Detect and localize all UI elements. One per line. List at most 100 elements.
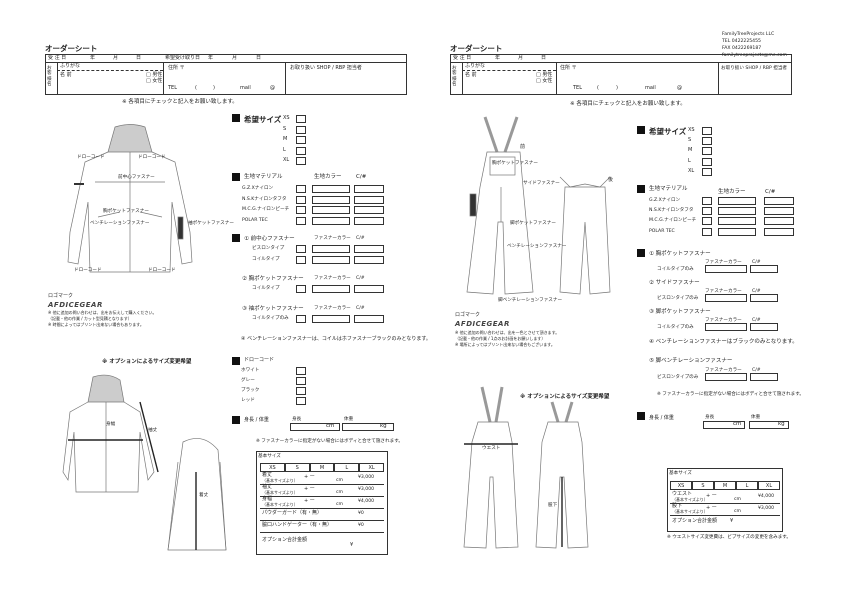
zipper-option-checkbox[interactable] (296, 285, 306, 293)
material-checkbox[interactable] (296, 216, 306, 225)
fabric-cnum-input[interactable] (764, 197, 794, 205)
height-input[interactable] (290, 423, 340, 431)
zipper-title: ② 胸ポケットファスナー (242, 276, 304, 282)
zipper-option-checkbox[interactable] (296, 245, 306, 253)
size-cell[interactable]: S (692, 481, 714, 490)
leg-vent-color-input[interactable] (705, 373, 747, 381)
fabric-cnum-input[interactable] (764, 227, 794, 236)
fabric-cnum-input[interactable] (354, 216, 384, 225)
size-label: M (283, 136, 288, 142)
size-cell[interactable]: XS (670, 481, 692, 490)
size-cell[interactable]: M (714, 481, 736, 490)
height-input-right[interactable] (703, 421, 745, 429)
zipper-cnum-input[interactable] (750, 265, 778, 273)
instruction: ※ 各項目にチェックと記入をお願い致します。 (122, 99, 238, 105)
material-checkbox[interactable] (702, 197, 712, 205)
callout-chest-zip: 胸ポケットファスナー (103, 209, 149, 214)
size-checkbox-s[interactable] (702, 137, 712, 146)
material-checkbox[interactable] (296, 206, 306, 214)
extra-option-label[interactable]: パウダーガード（有・無） (262, 510, 323, 516)
size-checkbox-xl[interactable] (296, 157, 306, 165)
fabric-color-input[interactable] (312, 206, 350, 214)
leg-vent-cnum-input[interactable] (750, 373, 778, 381)
drawcord-checkbox[interactable] (296, 377, 306, 385)
female-checkbox[interactable]: □ 女性 (146, 78, 163, 84)
zipper-option-checkbox[interactable] (296, 256, 306, 264)
size-cell[interactable]: XL (758, 481, 780, 490)
zipper-cnum-input[interactable] (750, 323, 778, 331)
zipper-color-input[interactable] (705, 265, 747, 273)
size-checkbox-l[interactable] (702, 157, 712, 166)
zipper-color-input[interactable] (312, 315, 350, 323)
size-cell[interactable]: L (334, 463, 360, 472)
zipper-cnum-input[interactable] (354, 285, 384, 293)
size-checkbox-s[interactable] (296, 125, 306, 134)
fabric-color-input[interactable] (718, 227, 756, 236)
male-checkbox[interactable]: □ 男性 (146, 72, 163, 78)
drawcord-option: グレー (241, 378, 255, 383)
drawcord-checkbox[interactable] (296, 367, 306, 375)
size-checkbox-m[interactable] (296, 136, 306, 144)
zipper-color-input[interactable] (705, 294, 747, 302)
drawcord-title: ドローコード (244, 357, 275, 363)
opt-inseam-label: 股下 (548, 503, 558, 508)
jacket-option-illustration (62, 374, 227, 551)
option-price: ¥3,000 (358, 475, 375, 480)
male-checkbox-right[interactable]: □ 男性 (536, 72, 553, 78)
zipper-title: ② サイドファスナー (649, 280, 700, 286)
fabric-color-input[interactable] (312, 195, 350, 204)
material-label: M.C.G.ナイロンピーチ (649, 218, 697, 224)
size-cell[interactable]: XS (260, 463, 285, 472)
fabric-cnum-input[interactable] (354, 195, 384, 204)
size-checkbox-xs[interactable] (702, 127, 712, 135)
weight-input-right[interactable] (749, 421, 789, 429)
size-checkbox-xs[interactable] (296, 115, 306, 123)
callout-chest-pocket: 胸ポケットファスナー (492, 161, 538, 166)
zipper-option: コイルタイプのみ (657, 325, 694, 330)
company-name: FamilyTreeProjects LLC (722, 32, 775, 37)
weight-input[interactable] (342, 423, 394, 431)
zipper-color-input[interactable] (312, 256, 350, 264)
material-checkbox[interactable] (702, 207, 712, 216)
zipper-title: ③ 脚ポケットファスナー (649, 309, 711, 315)
fabric-color-input[interactable] (718, 217, 756, 226)
drawcord-checkbox[interactable] (296, 387, 306, 395)
size-cell[interactable]: XL (359, 463, 384, 472)
fabric-cnum-input[interactable] (764, 217, 794, 226)
size-cell[interactable]: S (284, 463, 310, 472)
option-unit: cm (336, 502, 344, 507)
material-checkbox[interactable] (702, 217, 712, 226)
zipper-color-input[interactable] (312, 285, 350, 293)
fabric-cnum-input[interactable] (764, 207, 794, 216)
size-cell[interactable]: M (309, 463, 335, 472)
size-checkbox-xl[interactable] (702, 167, 712, 176)
option-pm: + ー (304, 486, 315, 492)
material-checkbox[interactable] (296, 195, 306, 204)
option-unit: cm (734, 497, 742, 502)
fabric-color-input[interactable] (718, 207, 756, 216)
female-checkbox-right[interactable]: □ 女性 (536, 78, 553, 84)
material-checkbox[interactable] (296, 185, 306, 193)
material-checkbox[interactable] (702, 227, 712, 236)
zipper-color-input[interactable] (705, 323, 747, 331)
zipper-color-input[interactable] (312, 245, 350, 253)
size-label: XS (283, 115, 290, 121)
zipper-cnum-input[interactable] (750, 294, 778, 302)
zipper-cnum-input[interactable] (354, 315, 384, 323)
option-pm: + ー (304, 498, 315, 504)
fabric-color-input[interactable] (312, 185, 350, 193)
drawcord-checkbox[interactable] (296, 397, 306, 405)
fabric-color-input[interactable] (312, 216, 350, 225)
size-checkbox-m[interactable] (702, 147, 712, 156)
size-cell[interactable]: L (736, 481, 758, 490)
extra-option-label[interactable]: 脇口ハンドゲーター（有・無） (262, 522, 333, 528)
zipper-cnum-input[interactable] (354, 245, 384, 253)
received-label: 受 注 日 (48, 55, 67, 61)
fabric-cnum-input[interactable] (354, 185, 384, 193)
zipper-cnum-label: C/# (356, 306, 365, 311)
zipper-option-checkbox[interactable] (296, 315, 306, 323)
fabric-color-input[interactable] (718, 197, 756, 205)
size-checkbox-l[interactable] (296, 146, 306, 155)
zipper-cnum-input[interactable] (354, 256, 384, 264)
fabric-cnum-input[interactable] (354, 206, 384, 214)
